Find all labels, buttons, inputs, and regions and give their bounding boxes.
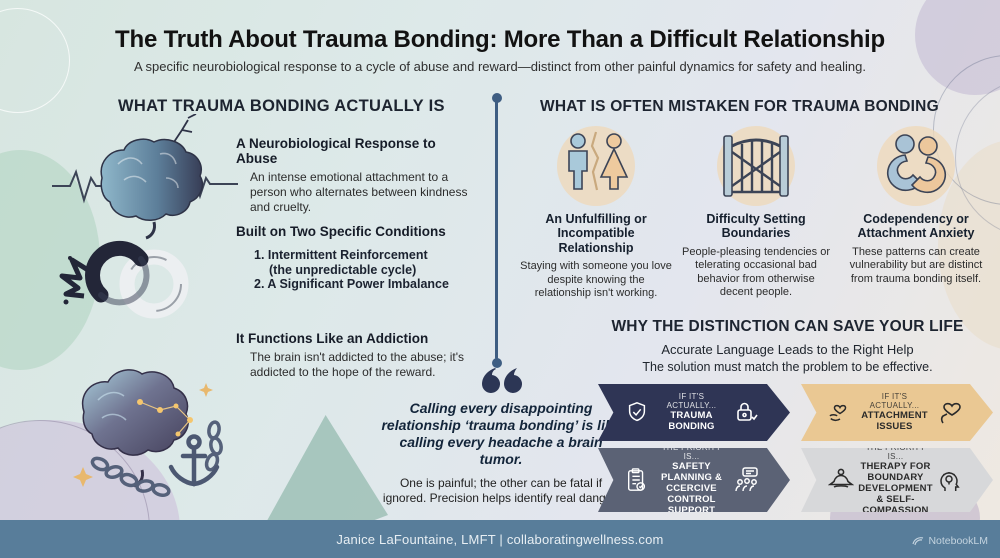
chevron-safety-planning: THE PRIORITY IS... SAFETY PLANNING & CCE… [598,448,790,512]
chevron-eyebrow: THE PRIORITY IS... [661,443,722,462]
chevron-eyebrow: IF IT'S ACTUALLY... [869,392,920,411]
watermark-label: NotebookLM [928,535,988,547]
item-body: An intense emotional attachment to a per… [250,170,468,214]
condition-1: 1. Intermittent Reinforcement [254,248,428,262]
icon-wrap [840,124,992,208]
mistaken-body: Staying with someone you love despite kn… [520,260,672,299]
footer-bar: Janice LaFountaine, LMFT | collaborating… [0,520,1000,558]
chevron-label: ATTACHMENT ISSUES [861,410,928,432]
chevron-eyebrow: IF IT'S ACTUALLY... [666,392,717,411]
chevron-text: THE PRIORITY IS... SAFETY PLANNING & CCE… [653,443,730,516]
why-section: WHY THE DISTINCTION CAN SAVE YOUR LIFE A… [585,318,990,374]
notebooklm-watermark: NotebookLM [912,535,988,547]
brain-chains-anchor-illustration [44,342,236,513]
chevron-trauma-bonding: IF IT'S ACTUALLY... TRAUMA BONDING [598,384,790,441]
hand-heart-icon [829,404,847,421]
left-item-addiction: It Functions Like an Addiction The brain… [236,331,476,380]
why-line1: Accurate Language Leads to the Right Hel… [661,342,914,357]
section-divider [495,99,498,359]
chevron-label: TRAUMA BONDING [668,410,715,432]
chevron-therapy: THE PRIORITY IS... THERAPY FOR BOUNDARY … [801,448,993,512]
page-title: The Truth About Trauma Bonding: More Tha… [115,26,885,53]
head-lightbulb-icon [940,472,960,491]
divider-dot-bottom [491,358,502,368]
mistaken-col-boundaries: Difficulty Setting Boundaries People-ple… [680,124,832,300]
meditation-icon [828,468,854,488]
icon-wrap [680,124,832,208]
clipboard-check-icon [628,468,646,491]
couple-split-icon [568,131,629,191]
quote-icon [482,368,522,393]
notebooklm-icon [912,537,924,546]
background-blob-teal-triangle [258,415,388,537]
footer-credit: Janice LaFountaine, LMFT | collaborating… [336,531,664,547]
icon-wrap [520,124,672,208]
chevron-text: IF IT'S ACTUALLY... TRAUMA BONDING [653,392,730,433]
item-title: Built on Two Specific Conditions [236,224,446,239]
heart-in-hand-icon [940,402,961,423]
quote-text: Calling every disappointing relationship… [381,400,621,468]
swirl-rings-illustration [58,232,213,341]
conditions-list: 1. Intermittent Reinforcement (the unpre… [236,248,476,292]
divider-dot-top [491,93,502,103]
page-subtitle: A specific neurobiological response to a… [133,59,866,74]
mistaken-title: An Unfulfilling or Incompatible Relation… [545,212,647,255]
quote-body: One is painful; the other can be fatal i… [382,476,620,505]
right-section-heading: WHAT IS OFTEN MISTAKEN FOR TRAUMA BONDIN… [540,98,939,115]
why-heading: WHY THE DISTINCTION CAN SAVE YOUR LIFE [611,318,964,335]
mistaken-body: People-pleasing tendencies or telerating… [682,245,830,298]
chevron-text: IF IT'S ACTUALLY... ATTACHMENT ISSUES [856,392,933,433]
chevron-attachment-issues: IF IT'S ACTUALLY... ATTACHMENT ISSUES [801,384,993,441]
mistaken-columns: An Unfulfilling or Incompatible Relation… [520,124,992,300]
chevron-eyebrow: THE PRIORITY IS... [865,443,926,462]
interlocked-figures-icon [886,134,947,194]
left-item-conditions: Built on Two Specific Conditions 1. Inte… [236,224,476,292]
chevron-text: THE PRIORITY IS... THERAPY FOR BOUNDARY … [858,443,933,516]
gate-icon [723,135,789,197]
condition-2: 2. A Significant Power Imbalance [254,277,449,291]
mistaken-body: These patterns can create vulnerability … [849,245,983,285]
lock-check-icon [737,402,758,421]
support-group-icon [735,467,758,492]
why-line2: The solution must match the problem to b… [642,360,933,374]
left-section-heading: WHAT TRAUMA BONDING ACTUALLY IS [118,97,445,115]
brain-ekg-illustration [50,113,240,257]
item-body: The brain isn't addicted to the abuse; i… [250,350,465,379]
shield-check-icon [628,401,646,421]
chevron-label: THERAPY FOR BOUNDARY DEVELOPMENT & SELF-… [858,461,933,516]
item-title: A Neurobiological Response to Abuse [236,136,436,166]
chevron-label: SAFETY PLANNING & CCERCIVE CONTROL SUPPO… [660,461,723,516]
condition-1-sub: (the unpredictable cycle) [269,263,417,277]
item-title: It Functions Like an Addiction [236,331,429,346]
mistaken-col-codependency: Codependency or Attachment Anxiety These… [840,124,992,300]
mistaken-title: Difficulty Setting Boundaries [706,212,806,241]
chevron-grid: IF IT'S ACTUALLY... TRAUMA BONDING IF IT… [598,384,993,512]
mistaken-col-relationship: An Unfulfilling or Incompatible Relation… [520,124,672,300]
mistaken-title: Codependency or Attachment Anxiety [857,212,975,241]
left-item-neurobiological: A Neurobiological Response to Abuse An i… [236,136,476,215]
quote-block: Calling every disappointing relationship… [381,366,621,506]
